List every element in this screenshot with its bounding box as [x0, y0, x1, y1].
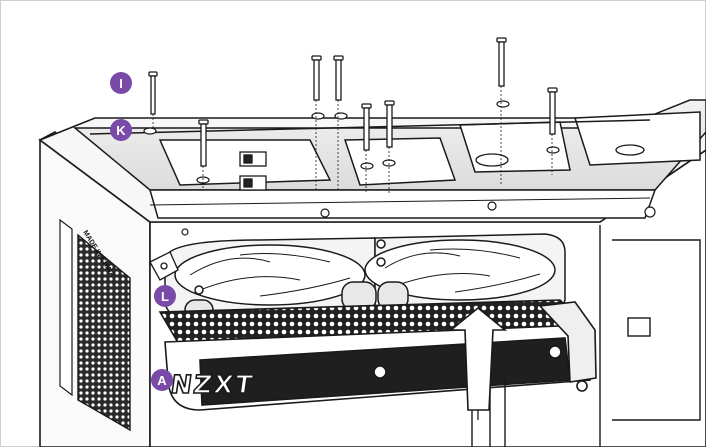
- mesh-grille-icon: [59, 218, 131, 432]
- callout-k-label: K: [116, 123, 126, 138]
- radiator-brand-logo: NZXT: [169, 370, 256, 399]
- callout-a: A: [151, 369, 173, 391]
- screw-guide-lines: [152, 86, 553, 194]
- callout-l-label: L: [161, 289, 169, 304]
- fan-icon: [164, 233, 566, 327]
- fan-bracket: [149, 251, 179, 281]
- screw-icon: [148, 37, 558, 167]
- callout-k: K: [110, 119, 132, 141]
- panel-clips: [239, 144, 645, 191]
- callout-a-label: A: [157, 373, 167, 388]
- callout-i: I: [110, 72, 132, 94]
- callout-l: L: [154, 285, 176, 307]
- callout-i-label: I: [119, 76, 123, 91]
- arrow-up-icon: [448, 306, 508, 420]
